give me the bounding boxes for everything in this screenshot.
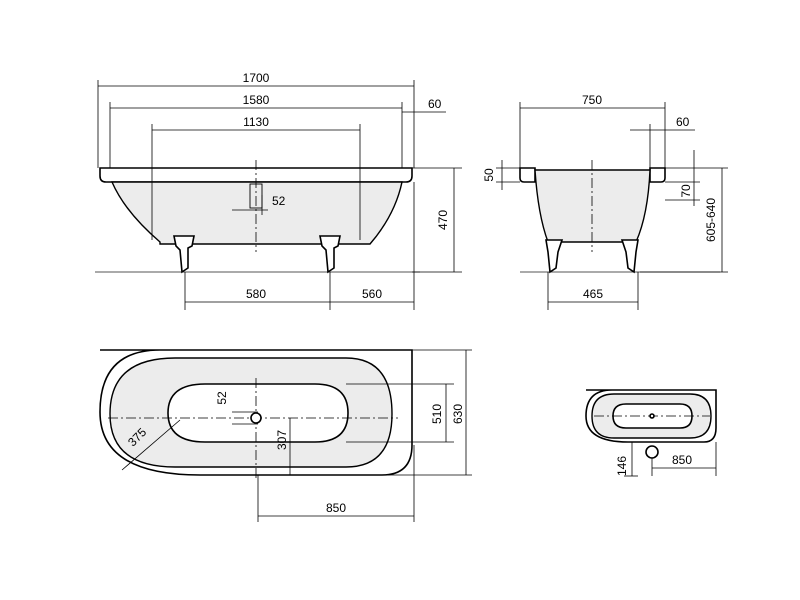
dim-850-small: 850: [672, 453, 692, 467]
dim-50: 50: [482, 168, 496, 182]
dim-307: 307: [275, 430, 289, 450]
dim-1700: 1700: [243, 71, 270, 85]
dim-605-640: 605-640: [704, 198, 718, 242]
dim-52-side: 52: [272, 194, 286, 208]
dim-70: 70: [679, 184, 693, 198]
dim-60-side: 60: [428, 97, 442, 111]
side-elevation-view: 1700 1580 60 1130 52 470 580 560: [95, 71, 462, 310]
dim-146: 146: [615, 456, 629, 476]
dim-470: 470: [436, 210, 450, 230]
dim-580: 580: [246, 287, 266, 301]
dim-1130: 1130: [243, 115, 269, 129]
dim-465: 465: [583, 287, 603, 301]
dim-510: 510: [430, 404, 444, 424]
dim-1580: 1580: [243, 93, 270, 107]
dim-630: 630: [451, 404, 465, 424]
plan-view: 52 307 510 630 375 850: [99, 349, 472, 522]
end-elevation-view: 750 60 50 70 605-640 465: [482, 93, 728, 310]
dim-60-end: 60: [676, 115, 690, 129]
dim-560: 560: [362, 287, 382, 301]
dim-750: 750: [582, 93, 602, 107]
dim-850-plan: 850: [326, 501, 346, 515]
dim-52-plan: 52: [215, 391, 229, 405]
small-plan-view: 146 850: [585, 389, 717, 477]
